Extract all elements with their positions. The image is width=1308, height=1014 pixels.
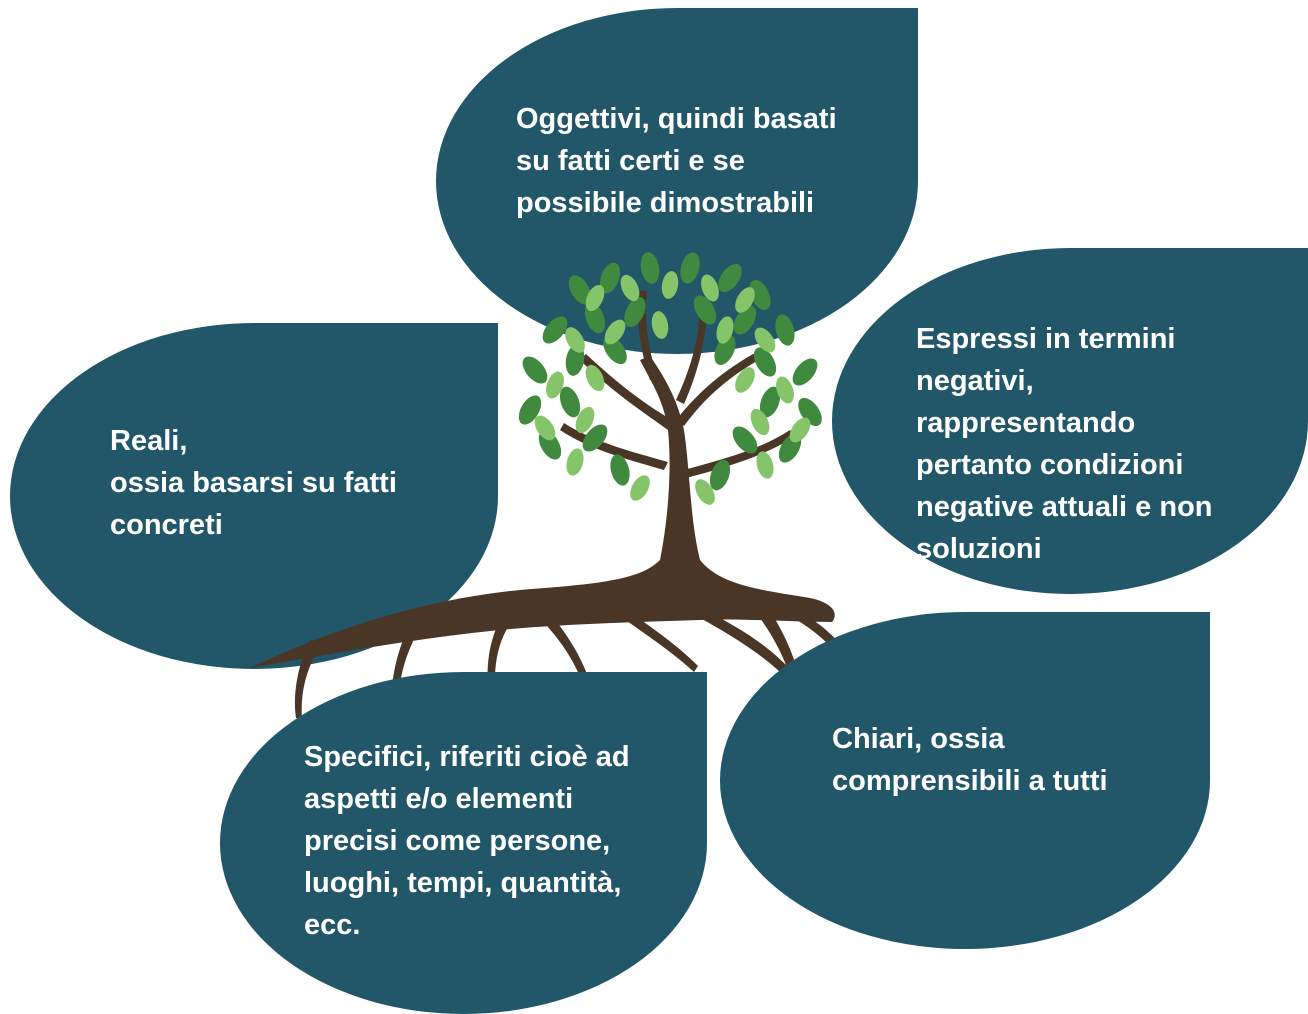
bubble-bottom-right-text: Chiari, ossia comprensibili a tutti [832, 723, 1108, 797]
bubble-left-text: Reali, ossia basarsi su fatti concreti [110, 425, 397, 541]
bubble-top-text: Oggettivi, quindi basati su fatti certi … [516, 103, 837, 219]
bubble-bottom-right [720, 612, 1210, 949]
bubble-right [832, 248, 1308, 594]
bubble-bottom-left [220, 672, 707, 1014]
bubble-bottom-left-text: Specifici, riferiti cioè ad aspetti e/o … [304, 741, 630, 941]
bubble-top [436, 8, 918, 354]
bubble-right-text: Espressi in termini negativi, rappresent… [916, 323, 1213, 565]
